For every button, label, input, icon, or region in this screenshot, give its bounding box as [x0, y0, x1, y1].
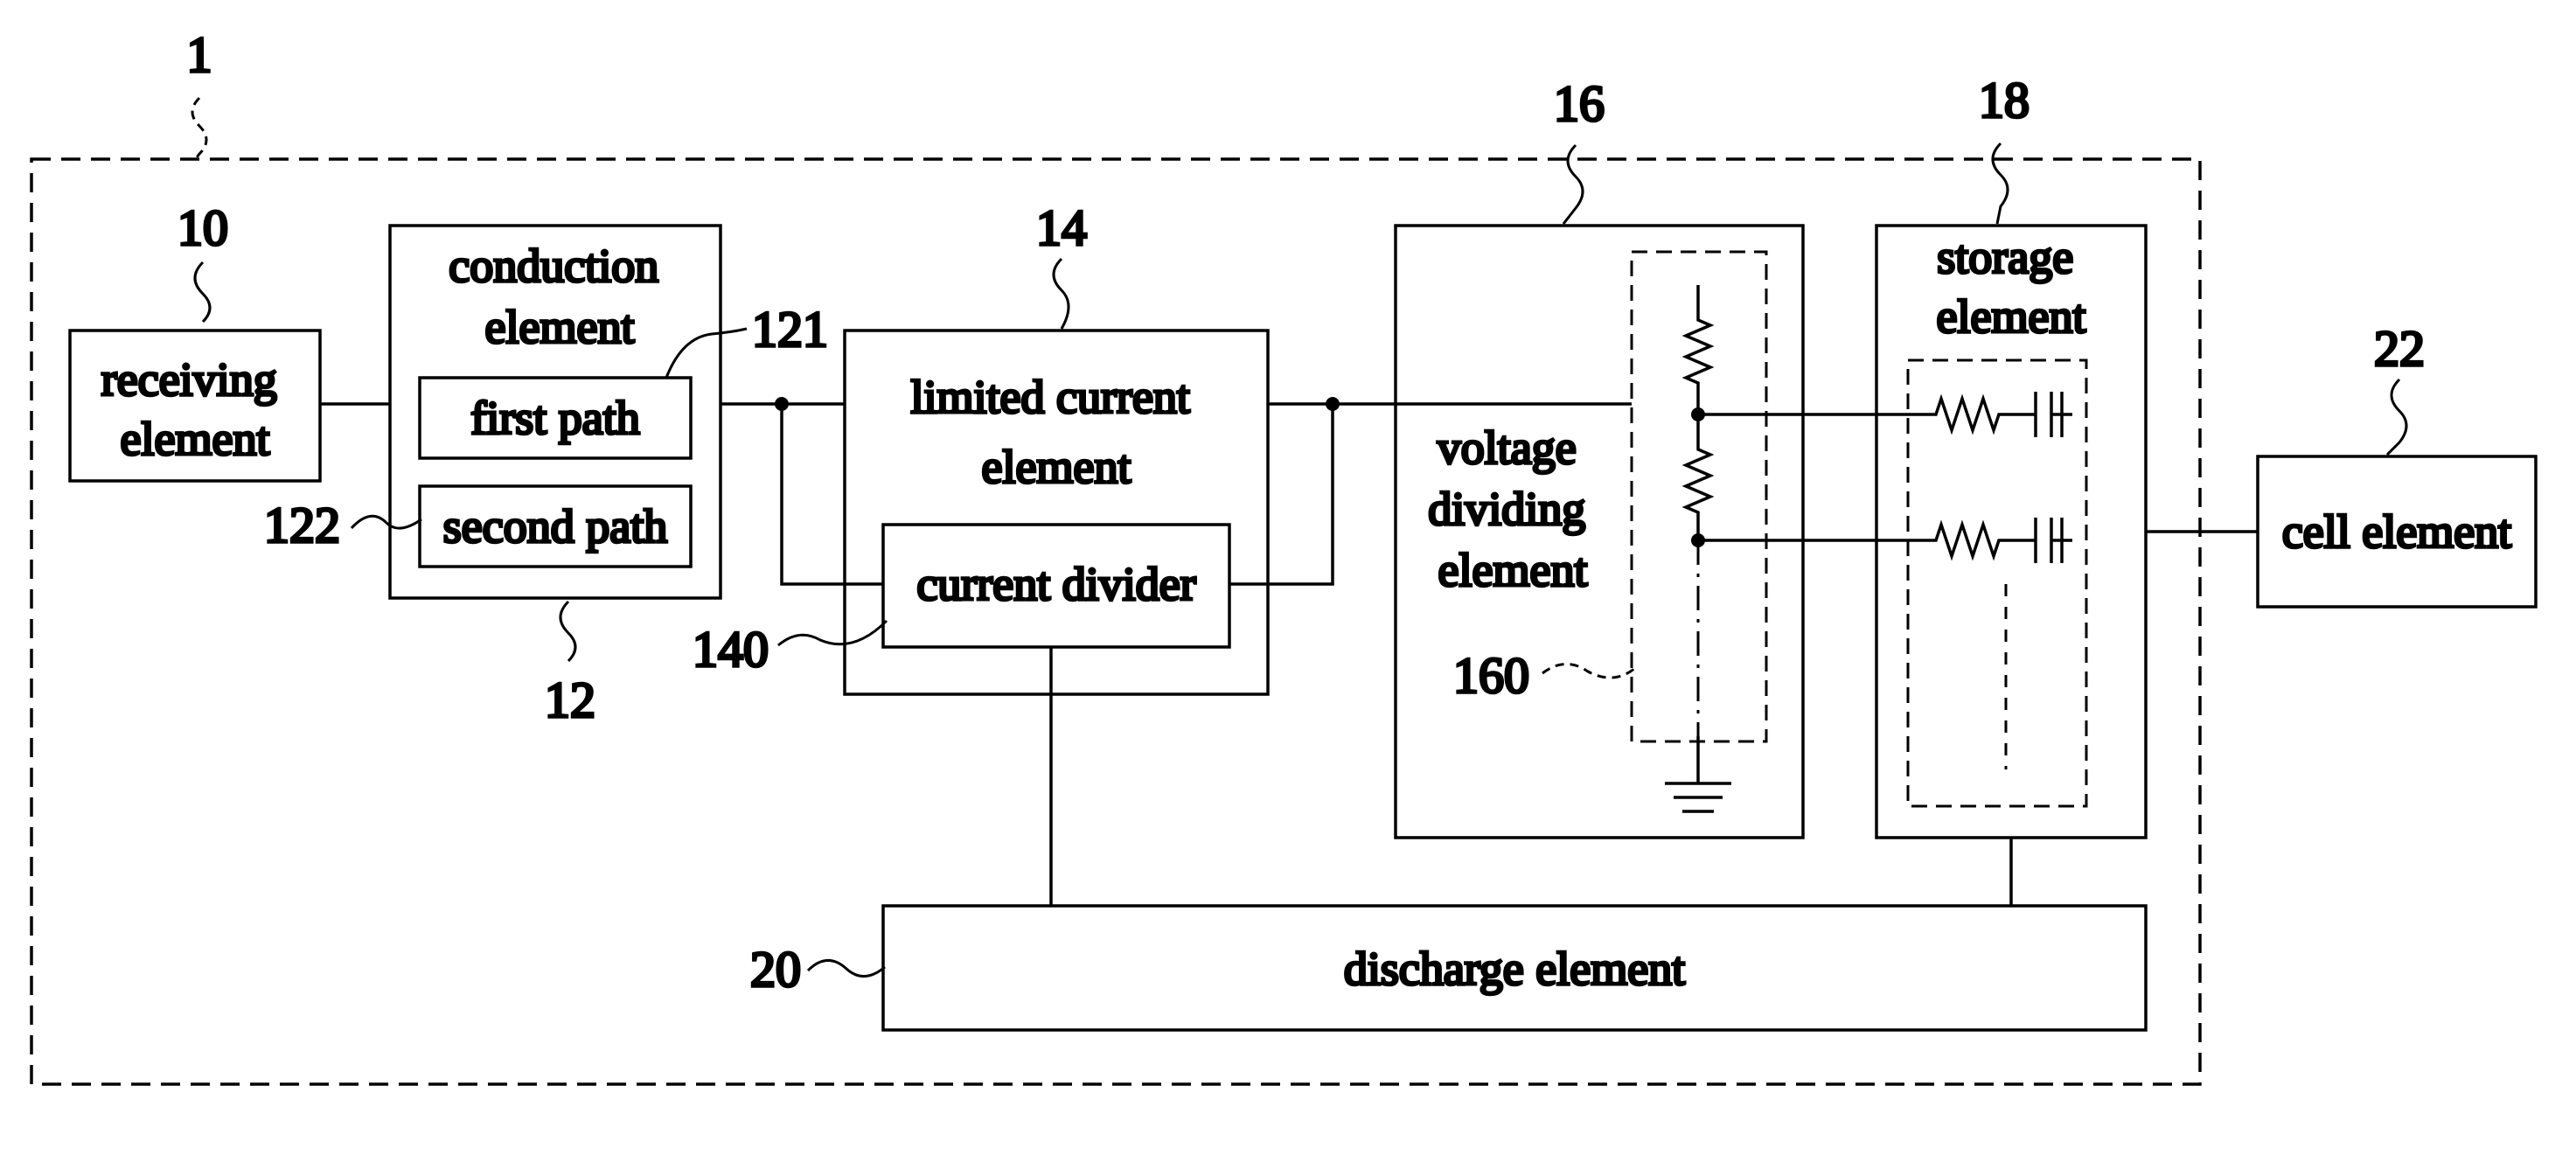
- ref-resistor-network: 160: [1453, 647, 1529, 704]
- leader-resistor-network: [1542, 664, 1635, 678]
- ref-system: 1: [187, 26, 212, 83]
- ref-conduction: 12: [545, 672, 595, 728]
- second-path-label: second path: [443, 500, 667, 553]
- ground-symbol: [1665, 736, 1731, 811]
- current-divider-label: current divider: [916, 558, 1195, 610]
- cell-element-label: cell element: [2282, 505, 2511, 558]
- system-boundary: [31, 159, 2200, 1084]
- wire-divider-to-output: [1229, 404, 1333, 584]
- first-path-label: first path: [470, 392, 639, 444]
- ref-second-path: 122: [264, 497, 340, 553]
- wire-bypass-to-divider: [782, 404, 883, 584]
- conduction-element-label: conduction element: [449, 240, 670, 353]
- leader-first-path: [666, 329, 747, 378]
- ref-first-path: 121: [752, 301, 828, 358]
- discharge-element-label: discharge element: [1344, 943, 1685, 995]
- storage-branch-lower: [1698, 518, 2072, 563]
- ref-limited: 14: [1036, 199, 1087, 256]
- junction-dot: [1326, 397, 1340, 411]
- leader-second-path: [352, 516, 421, 528]
- leader-divider: [778, 621, 887, 645]
- leader-system: [192, 98, 206, 161]
- leader-cell: [2387, 379, 2406, 455]
- receiving-element-label: receiving element: [101, 353, 289, 465]
- leader-storage: [1993, 143, 2008, 224]
- ref-voltage: 16: [1554, 75, 1605, 132]
- ref-divider: 140: [693, 621, 769, 678]
- storage-cells-boundary: [1908, 360, 2086, 806]
- leader-receiving: [195, 262, 210, 322]
- junction-dot: [775, 397, 789, 411]
- leader-voltage: [1563, 145, 1583, 224]
- storage-branch-upper: [1698, 392, 2072, 437]
- limited-current-element-label: limited current element: [911, 371, 1202, 493]
- voltage-dividing-element-label: voltage dividing element: [1428, 421, 1598, 596]
- ref-cell: 22: [2374, 320, 2425, 377]
- ref-receiving: 10: [178, 199, 228, 256]
- ref-storage: 18: [1979, 72, 2029, 129]
- leader-discharge: [808, 960, 885, 976]
- leader-limited: [1054, 259, 1069, 329]
- leader-conduction: [560, 602, 575, 661]
- storage-element-label: storage element: [1937, 231, 2086, 343]
- ref-discharge: 20: [750, 941, 801, 998]
